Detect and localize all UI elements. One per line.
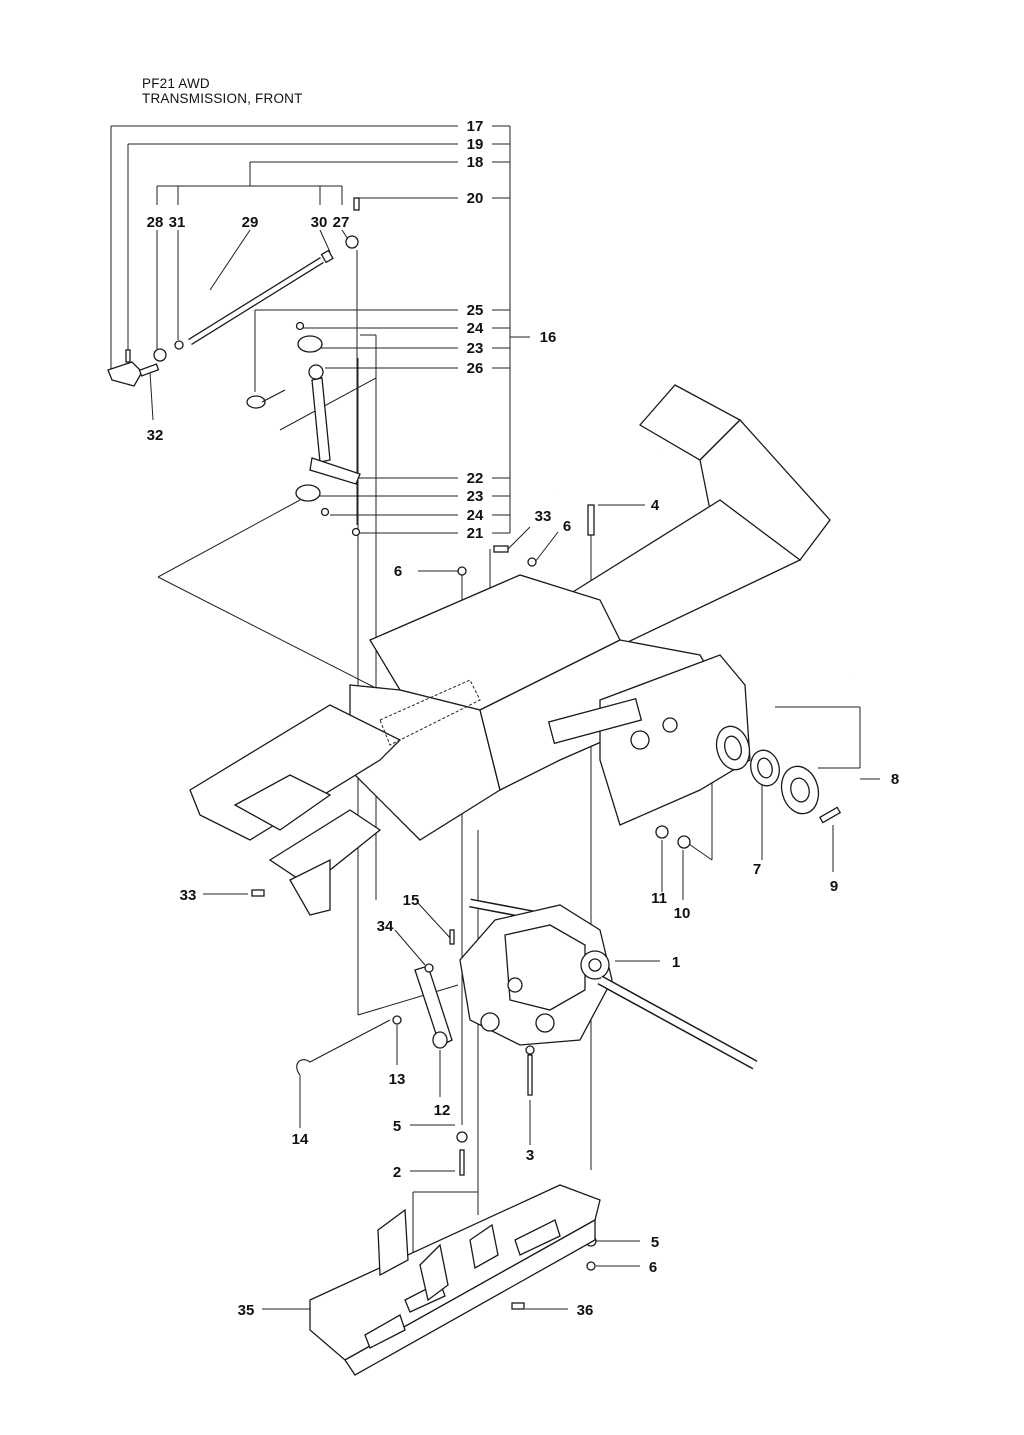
callout-33-top: 33: [535, 508, 552, 525]
callout-6-left: 6: [394, 563, 402, 580]
callout-4: 4: [651, 497, 660, 514]
callout-15: 15: [403, 892, 420, 909]
bushing-parts: [655, 725, 842, 849]
callout-36: 36: [577, 1302, 594, 1319]
callout-22: 22: [467, 470, 484, 487]
callout-26: 26: [467, 360, 484, 377]
callout-labels: 17 19 18 20 28 31 29 30 27 25 24 23 26 1…: [147, 118, 900, 1319]
callout-7: 7: [753, 861, 761, 878]
diagram-title: TRANSMISSION, FRONT: [142, 91, 303, 106]
callout-31: 31: [169, 214, 186, 231]
diagram-header: PF21 AWD TRANSMISSION, FRONT: [142, 76, 303, 106]
linkage-assembly: [107, 197, 361, 537]
callout-12: 12: [434, 1102, 451, 1119]
callout-5-upper: 5: [393, 1118, 401, 1135]
main-frame: [189, 384, 914, 916]
callout-17: 17: [467, 118, 484, 135]
callout-33-left: 33: [180, 887, 197, 904]
callout-11: 11: [651, 890, 667, 907]
model-name: PF21 AWD: [142, 76, 210, 91]
callout-24: 24: [467, 320, 484, 337]
callout-35: 35: [238, 1302, 255, 1319]
callout-1: 1: [672, 954, 680, 971]
callout-14: 14: [292, 1131, 309, 1148]
callout-6-right: 6: [563, 518, 571, 535]
callout-8: 8: [891, 771, 899, 788]
callout-21: 21: [467, 525, 484, 542]
callout-20: 20: [467, 190, 484, 207]
transmission-unit: [459, 898, 758, 1070]
callout-28: 28: [147, 214, 164, 231]
callout-24-lower: 24: [467, 507, 484, 524]
callout-19: 19: [467, 136, 484, 153]
callout-5-lower: 5: [651, 1234, 659, 1251]
callout-23-lower: 23: [467, 488, 484, 505]
callout-6-lower: 6: [649, 1259, 657, 1276]
callout-25: 25: [467, 302, 484, 319]
callout-13: 13: [389, 1071, 406, 1088]
callout-34: 34: [377, 918, 394, 935]
callout-2: 2: [393, 1164, 401, 1181]
leader-lines: [110, 125, 880, 1310]
callout-10: 10: [674, 905, 691, 922]
callout-16: 16: [540, 329, 557, 346]
callout-27: 27: [333, 214, 350, 231]
callout-23: 23: [467, 340, 484, 357]
callout-29: 29: [242, 214, 259, 231]
callout-9: 9: [830, 878, 838, 895]
callout-30: 30: [311, 214, 328, 231]
callout-18: 18: [467, 154, 484, 171]
callout-3: 3: [526, 1147, 534, 1164]
skid-plate: [309, 1184, 601, 1376]
callout-32: 32: [147, 427, 164, 444]
